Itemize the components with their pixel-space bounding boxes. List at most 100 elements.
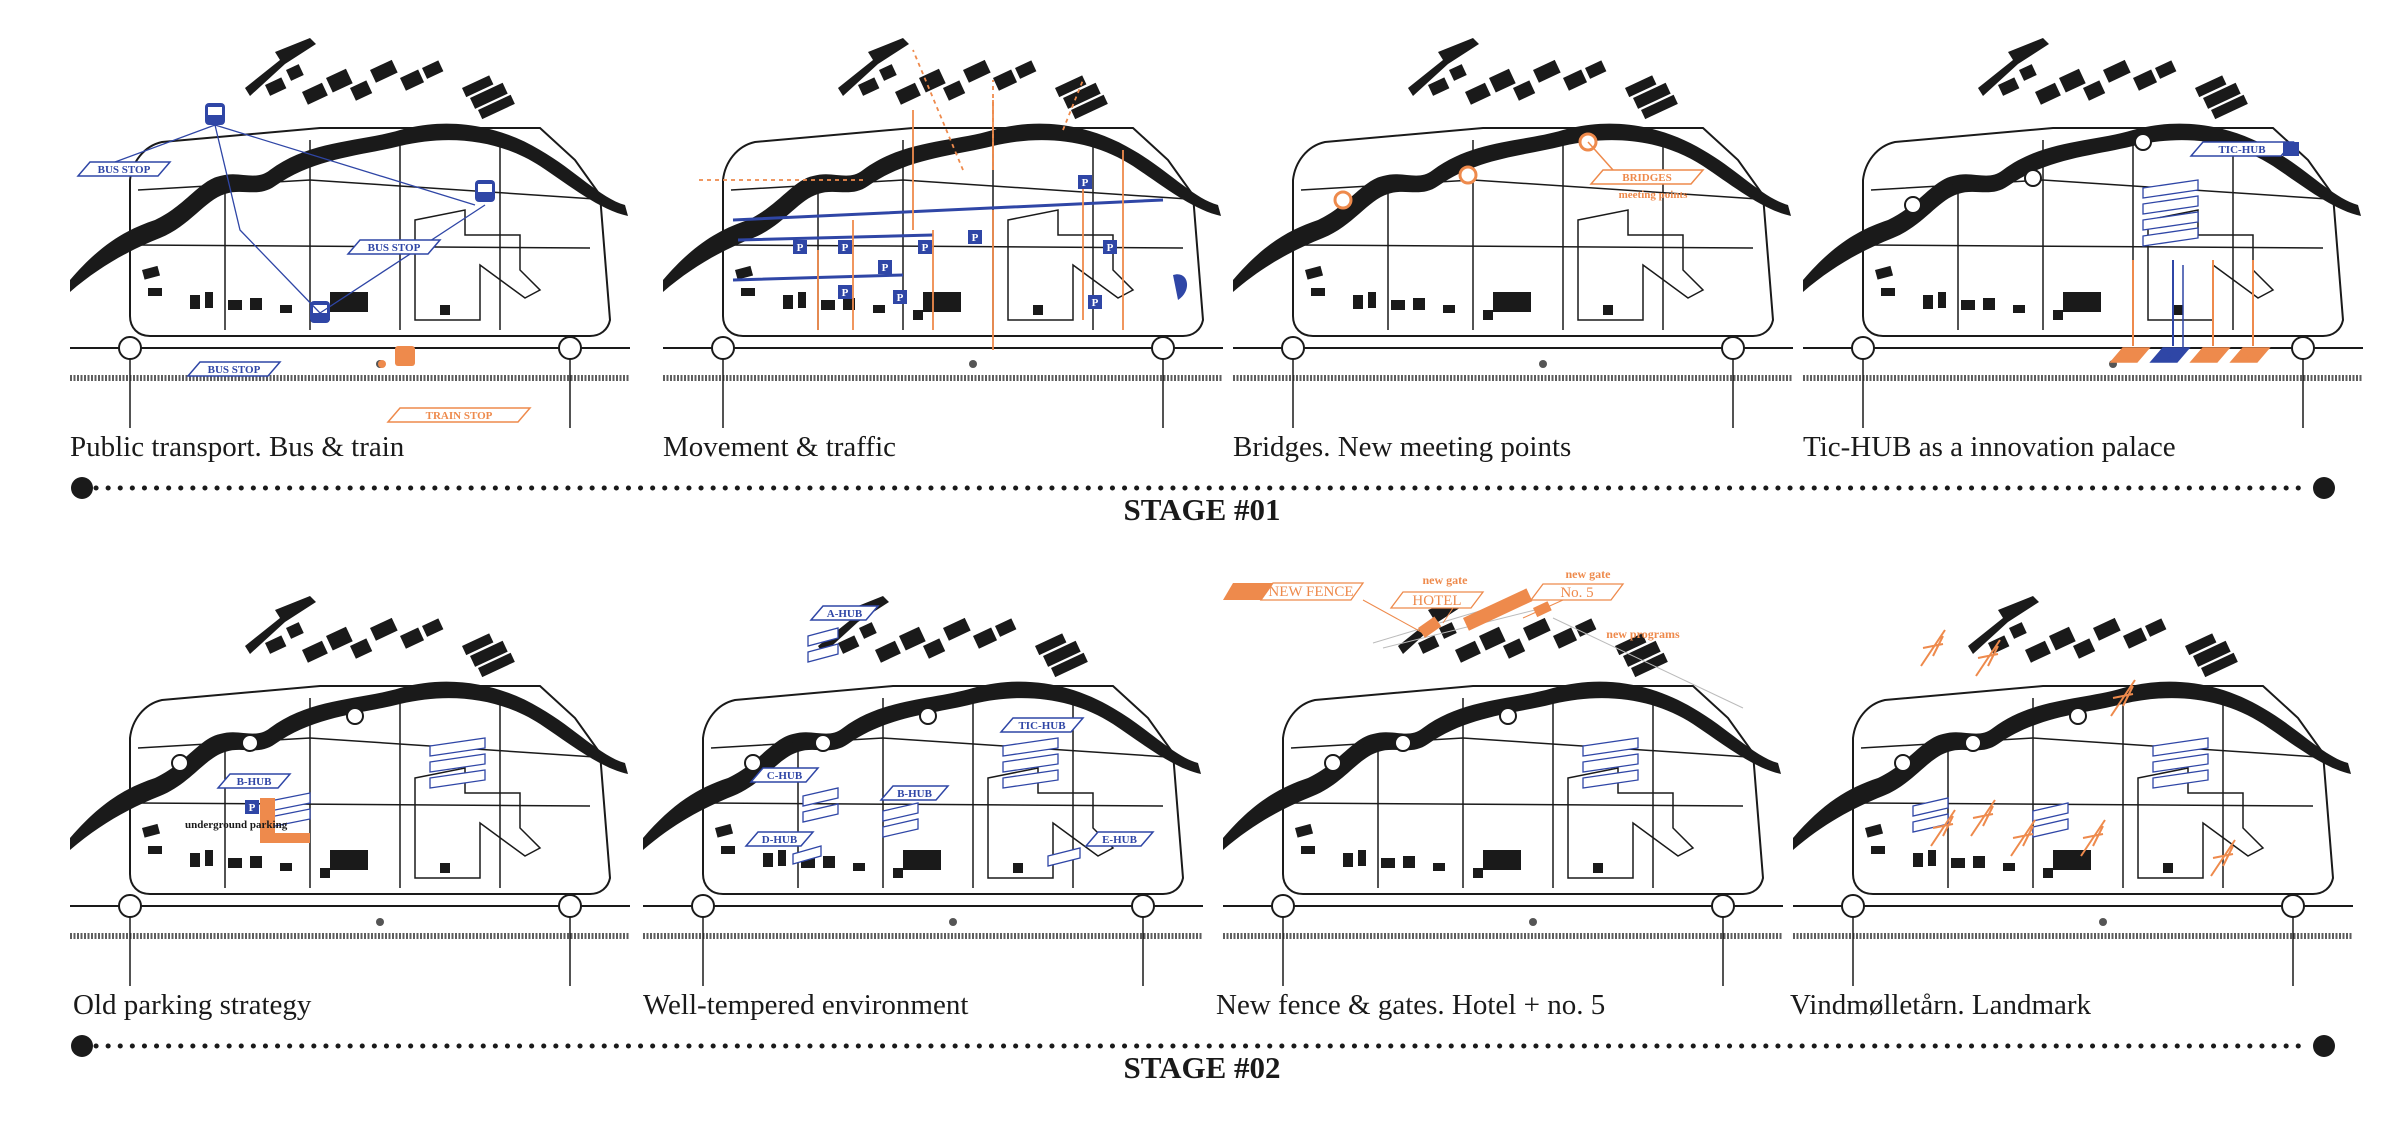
- north-building: [838, 635, 860, 654]
- parking-sign-text: P: [972, 232, 979, 244]
- parking-sign-text: P: [842, 242, 849, 254]
- roundabout: [1711, 894, 1735, 918]
- south-building: [893, 868, 903, 878]
- south-building: [1928, 850, 1936, 866]
- north-building: [963, 59, 991, 83]
- north-building: [286, 64, 304, 81]
- north-building: [1641, 94, 1678, 120]
- north-building: [2035, 82, 2061, 105]
- south-building: [330, 292, 368, 312]
- north-building: [1625, 75, 1657, 98]
- north-building: [858, 77, 880, 96]
- stage-02-label: STAGE #02: [1123, 1050, 1281, 1085]
- north-building: [1465, 82, 1491, 105]
- parking-sign-text: P: [897, 292, 904, 304]
- parking-sign: P: [838, 240, 852, 254]
- south-building: [798, 292, 806, 308]
- south-building: [2043, 868, 2053, 878]
- north-building: [461, 75, 494, 98]
- stage-01-label: STAGE #01: [1123, 492, 1281, 527]
- north-building: [2059, 68, 2086, 93]
- north-building: [2103, 59, 2131, 83]
- south-building: [873, 305, 885, 313]
- west-building: [741, 288, 755, 296]
- no5-tag: [1529, 583, 1625, 601]
- north-building: [461, 633, 494, 656]
- north-building: [2008, 622, 2027, 639]
- north-building: [1071, 94, 1108, 120]
- pier-building: [245, 596, 316, 654]
- program-number-1-text: 1: [2127, 350, 2133, 362]
- underground-parking-text: underground parking: [185, 819, 288, 831]
- bus-stop-tag-text: BUS STOP: [368, 242, 421, 254]
- south-building: [823, 856, 835, 868]
- bridges-tag: BRIDGES: [1589, 169, 1705, 185]
- west-building: [1305, 265, 1324, 280]
- roundabout: [711, 336, 735, 360]
- bus-stop-tag: BUS STOP: [346, 239, 442, 255]
- north-building: [2201, 652, 2238, 678]
- node-dot: [969, 360, 977, 368]
- tic-hub-tag: TIC-HUB: [2189, 141, 2295, 157]
- parking-sign-text: P: [1082, 177, 1089, 189]
- bridge-node: [171, 754, 189, 772]
- caption-old-parking: Old parking strategy: [73, 989, 312, 1021]
- tic-hub-tag-text: TIC-HUB: [2218, 144, 2266, 156]
- west-building: [141, 265, 161, 280]
- tic-hub-stack: [429, 737, 486, 789]
- bridge-node: [1394, 734, 1412, 752]
- d-hub-tag: D-HUB: [744, 831, 815, 847]
- north-building: [1622, 640, 1661, 667]
- north-building: [1035, 633, 1067, 656]
- e-hub-stack: [1047, 847, 1081, 867]
- south-building: [1913, 853, 1923, 867]
- program-number-3: 3: [2189, 347, 2231, 363]
- caption-well-tempered: Well-tempered environment: [643, 989, 969, 1021]
- wind-turbine: [2010, 819, 2036, 857]
- new-fence-text: NEW FENCE: [1268, 584, 1353, 600]
- north-building: [875, 640, 901, 663]
- north-building: [2193, 640, 2231, 667]
- site-boundary: [1852, 685, 2335, 895]
- south-building: [2053, 850, 2091, 870]
- parking-sign: P: [968, 230, 982, 244]
- south-building: [1368, 292, 1376, 308]
- tic-hub-stack: [2152, 737, 2209, 789]
- south-building: [250, 856, 262, 868]
- hall-outline: [1567, 767, 1695, 879]
- river: [643, 681, 1201, 850]
- hotel-text: HOTEL: [1412, 593, 1461, 609]
- parking-sign: P: [1088, 295, 1102, 309]
- base-plan: [70, 596, 630, 986]
- north-building: [470, 640, 508, 667]
- caption-landmark: Vindmølletårn. Landmark: [1790, 989, 2092, 1021]
- hall-outline: [987, 767, 1115, 879]
- south-building: [1343, 853, 1353, 867]
- train-stop-tag-text: TRAIN STOP: [426, 410, 493, 422]
- south-building: [190, 853, 200, 867]
- b-hub-tag: B-HUB: [879, 785, 950, 801]
- south-building: [843, 298, 855, 310]
- node-dot: [1539, 360, 1547, 368]
- bridge-node: [814, 734, 832, 752]
- south-building: [821, 300, 835, 310]
- south-building: [1033, 305, 1043, 315]
- tic-hub-flag-end: [2283, 142, 2299, 156]
- street: [1290, 802, 1744, 807]
- panel-landmark: [1793, 588, 2353, 988]
- north-building: [2049, 626, 2076, 651]
- b-hub-stack: [882, 802, 919, 838]
- program-number-4: 4: [2229, 347, 2271, 363]
- parking-sign: P: [878, 260, 892, 274]
- south-building: [1358, 850, 1366, 866]
- north-building: [1632, 82, 1671, 109]
- site-boundary: [722, 127, 1205, 337]
- d-hub-tag-text: D-HUB: [762, 834, 798, 846]
- roundabout: [1271, 894, 1295, 918]
- street: [710, 802, 1164, 807]
- bridge-node: [2134, 133, 2152, 151]
